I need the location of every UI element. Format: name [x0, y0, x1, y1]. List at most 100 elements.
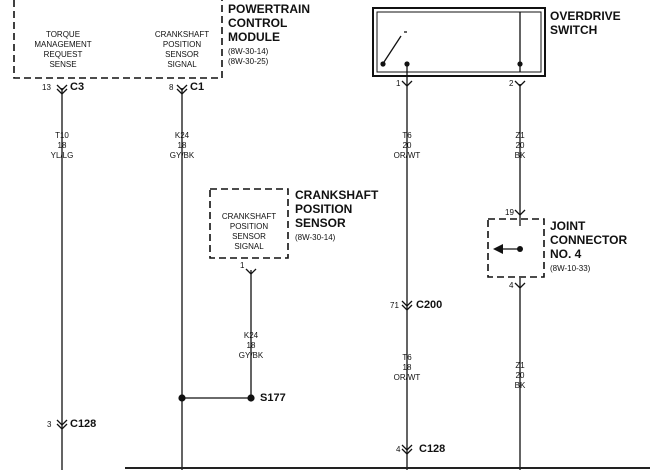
wire-label-k24-lower: K24 18 GY/BK: [226, 331, 276, 361]
ckp-sensor-box: [209, 188, 289, 259]
wire-label-t10: T10 18 YL/LG: [37, 131, 87, 161]
signal-line: CRANKSHAFT: [154, 30, 210, 39]
signal-line: SIGNAL: [167, 60, 197, 69]
wire-gauge: 18: [246, 341, 256, 350]
chevron-c200: [401, 300, 413, 311]
connector-c128-right-label: C128: [419, 443, 446, 455]
wire-code: T6: [402, 131, 412, 140]
connector-c1-label: C1: [190, 81, 205, 93]
switch-ground-dot: [517, 61, 523, 67]
sense-line: TORQUE: [45, 30, 81, 39]
wire-color: GY/BK: [169, 151, 195, 160]
pin-number: 1: [396, 79, 401, 88]
wire-label-t6-upper: T6 20 OR/WT: [382, 131, 432, 161]
pcm-title-line: MODULE: [228, 30, 280, 44]
chevron-jc4: [514, 282, 526, 289]
chevron-ckp1: [245, 268, 257, 275]
pcm-ref: (8W-30-14): [228, 47, 269, 56]
joint-connector-ref: (8W-10-33): [550, 264, 591, 273]
pin-number: 13: [42, 83, 51, 92]
wire-gauge: 20: [402, 141, 412, 150]
pin-number: 1: [240, 261, 245, 270]
wire-gauge: 18: [177, 141, 187, 150]
page-bottom-rule: [125, 467, 650, 469]
joint-connector-box: [487, 218, 545, 278]
wire-label-k24-upper: K24 18 GY/BK: [157, 131, 207, 161]
connector-c128-left-label: C128: [70, 418, 97, 430]
connector-c3-label: C3: [70, 81, 85, 93]
switch-blade: [383, 35, 402, 63]
splice-dot-left: [178, 394, 186, 402]
ckp-sensor-ref: (8W-30-14): [295, 233, 336, 242]
ckp-title-line: SENSOR: [295, 216, 346, 230]
wire-gauge: 20: [515, 141, 525, 150]
wire-label-t6-lower: T6 18 OR/WT: [382, 353, 432, 383]
ods-title-line: OVERDRIVE: [550, 9, 621, 23]
wire-color: YL/LG: [50, 151, 74, 160]
wire-color: GY/BK: [238, 351, 264, 360]
sense-line: MANAGEMENT: [34, 40, 92, 49]
splice-dot-right: [247, 394, 255, 402]
overdrive-switch-box: [372, 7, 546, 77]
pin-number: 4: [396, 445, 401, 454]
pcm-title-line: POWERTRAIN: [228, 2, 310, 16]
wire-code: T10: [55, 131, 69, 140]
jc-title-line: JOINT: [550, 219, 586, 233]
ods-title-line: SWITCH: [550, 23, 598, 37]
chevron-ods1: [401, 80, 413, 87]
pin-number: 71: [390, 301, 399, 310]
wire-code: K24: [243, 331, 259, 340]
ckp-inner-line: CRANKSHAFT: [221, 212, 277, 221]
ckp-signal-label: CRANKSHAFT POSITION SENSOR SIGNAL: [145, 30, 219, 70]
ckp-sensor-inner-label: CRANKSHAFT POSITION SENSOR SIGNAL: [211, 212, 287, 252]
overdrive-switch-title: OVERDRIVE SWITCH: [550, 9, 621, 37]
ckp-inner-line: SIGNAL: [234, 242, 264, 251]
joint-connector-title: JOINT CONNECTOR NO. 4: [550, 219, 627, 261]
joint-tap-dot: [517, 246, 523, 252]
chevron-ods2: [514, 80, 526, 87]
wire-gauge: 18: [402, 363, 412, 372]
pcm-refs: (8W-30-14) (8W-30-25): [228, 47, 268, 67]
pcm-box: [13, 0, 223, 79]
pin-number: 4: [509, 281, 514, 290]
chevron-c128-left: [56, 419, 68, 430]
pcm-title-line: CONTROL: [228, 16, 288, 30]
ckp-inner-line: SENSOR: [232, 232, 266, 241]
pin-number: 19: [505, 208, 514, 217]
sense-line: SENSE: [49, 60, 77, 69]
ckp-title-line: CRANKSHAFT: [295, 188, 379, 202]
switch-pivot-dot: [380, 61, 386, 67]
connector-c200-label: C200: [416, 299, 443, 311]
torque-sense-label: TORQUE MANAGEMENT REQUEST SENSE: [24, 30, 102, 70]
wire-color: OR/WT: [393, 373, 421, 382]
pin-number: 2: [509, 79, 514, 88]
jc-title-line: NO. 4: [550, 247, 582, 261]
sense-line: REQUEST: [43, 50, 83, 59]
wire-code: K24: [174, 131, 190, 140]
jc-title-line: CONNECTOR: [550, 233, 628, 247]
chevron-c128-right: [401, 444, 413, 455]
wire-color: BK: [514, 151, 526, 160]
overdrive-switch-inner-box: [376, 11, 542, 73]
ckp-sensor-title: CRANKSHAFT POSITION SENSOR: [295, 188, 378, 230]
joint-tap-arrow: [493, 244, 503, 254]
wire-gauge: 18: [57, 141, 67, 150]
ckp-inner-line: POSITION: [229, 222, 269, 231]
chevron-jc19: [514, 209, 526, 216]
signal-line: SENSOR: [165, 50, 199, 59]
chevron-c3: [56, 84, 68, 95]
wire-color: BK: [514, 381, 526, 390]
wire-gauge: 20: [515, 371, 525, 380]
pcm-title: POWERTRAIN CONTROL MODULE: [228, 2, 310, 44]
splice-s177-label: S177: [260, 392, 286, 404]
wire-code: Z1: [515, 361, 525, 370]
chevron-c1: [176, 84, 188, 95]
pcm-ref: (8W-30-25): [228, 57, 269, 66]
pin-number: 8: [169, 83, 174, 92]
wire-color: OR/WT: [393, 151, 421, 160]
switch-contact-dot: [404, 61, 410, 67]
wire-code: Z1: [515, 131, 525, 140]
wire-code: T6: [402, 353, 412, 362]
signal-line: POSITION: [162, 40, 202, 49]
